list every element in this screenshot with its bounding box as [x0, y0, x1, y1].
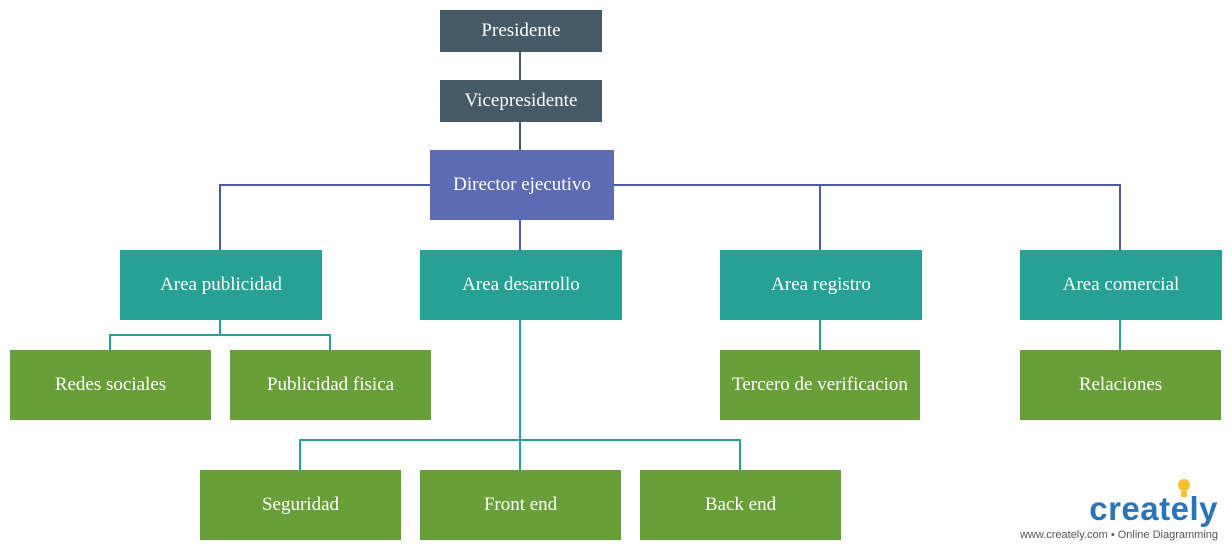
- node-seguridad[interactable]: Seguridad: [200, 470, 401, 540]
- node-label: Tercero de verificacion: [732, 374, 908, 395]
- node-area-registro[interactable]: Area registro: [720, 250, 922, 320]
- node-presidente[interactable]: Presidente: [440, 10, 602, 52]
- node-label: Redes sociales: [54, 374, 167, 395]
- node-area-comercial[interactable]: Area comercial: [1020, 250, 1222, 320]
- area-connectors: [109, 320, 1121, 470]
- node-label: Vicepresidente: [464, 90, 578, 111]
- node-label: Area publicidad: [160, 274, 282, 295]
- node-label: Front end: [483, 494, 558, 515]
- node-back-end[interactable]: Back end: [640, 470, 841, 540]
- node-area-desarrollo[interactable]: Area desarrollo: [420, 250, 622, 320]
- node-tercero-verificacion[interactable]: Tercero de verificacion: [720, 350, 920, 420]
- lightbulb-icon: [1178, 479, 1190, 497]
- creately-logo: creately: [1089, 490, 1218, 527]
- creately-watermark: creately www.creately.com • Online Diagr…: [1000, 478, 1226, 544]
- node-label: Relaciones: [1078, 374, 1163, 395]
- node-label: Director ejecutivo: [453, 174, 591, 195]
- node-vicepresidente[interactable]: Vicepresidente: [440, 80, 602, 122]
- director-connectors: [219, 184, 1121, 250]
- node-director-ejecutivo[interactable]: Director ejecutivo: [430, 150, 614, 220]
- connector-desarrollo-subs: [299, 320, 741, 470]
- node-redes-sociales[interactable]: Redes sociales: [10, 350, 211, 420]
- node-label: Area comercial: [1062, 274, 1180, 295]
- node-label: Presidente: [481, 20, 561, 41]
- node-area-publicidad[interactable]: Area publicidad: [120, 250, 322, 320]
- brand-tagline: www.creately.com • Online Diagramming: [1019, 529, 1218, 541]
- node-label: Area registro: [771, 274, 871, 295]
- node-relaciones[interactable]: Relaciones: [1020, 350, 1221, 420]
- node-label: Back end: [704, 494, 777, 515]
- node-label: Area desarrollo: [462, 274, 580, 295]
- connector-director-right: [614, 184, 1121, 250]
- node-front-end[interactable]: Front end: [420, 470, 621, 540]
- node-label: Seguridad: [261, 494, 340, 515]
- connector-director-left: [219, 184, 430, 250]
- node-label: Publicidad fisica: [266, 374, 395, 395]
- node-publicidad-fisica[interactable]: Publicidad fisica: [230, 350, 431, 420]
- connector-publicidad-subs: [109, 320, 331, 350]
